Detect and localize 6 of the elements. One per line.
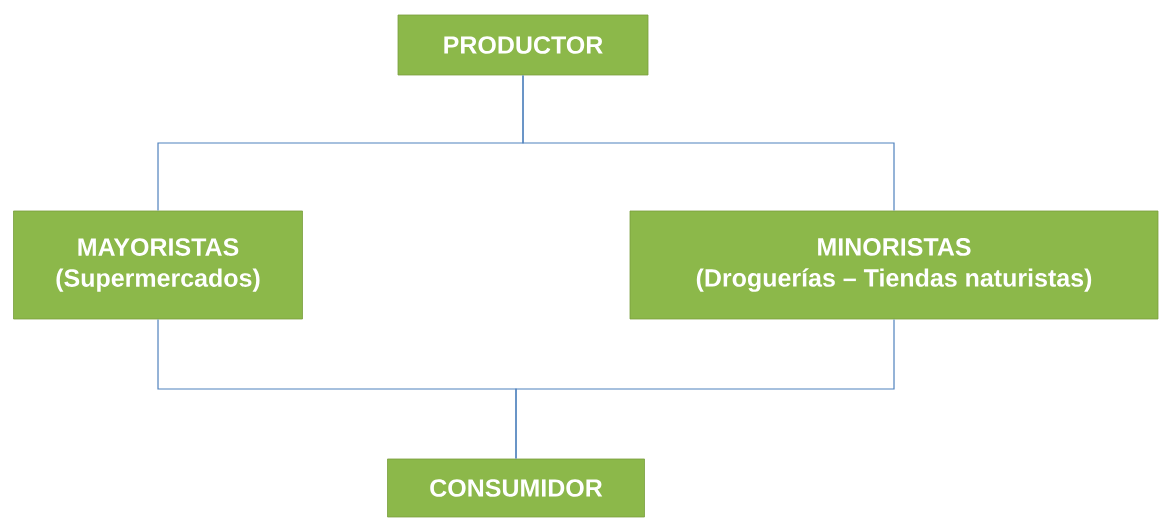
connector-line [515,318,895,460]
process-box: MAYORISTAS (Supermercados) [13,210,303,320]
connector-line [522,74,895,212]
process-box: CONSUMIDOR [387,458,645,518]
process-box: PRODUCTOR [397,14,649,76]
process-box: MINORISTAS (Droguerías – Tiendas naturistas) [629,210,1159,320]
